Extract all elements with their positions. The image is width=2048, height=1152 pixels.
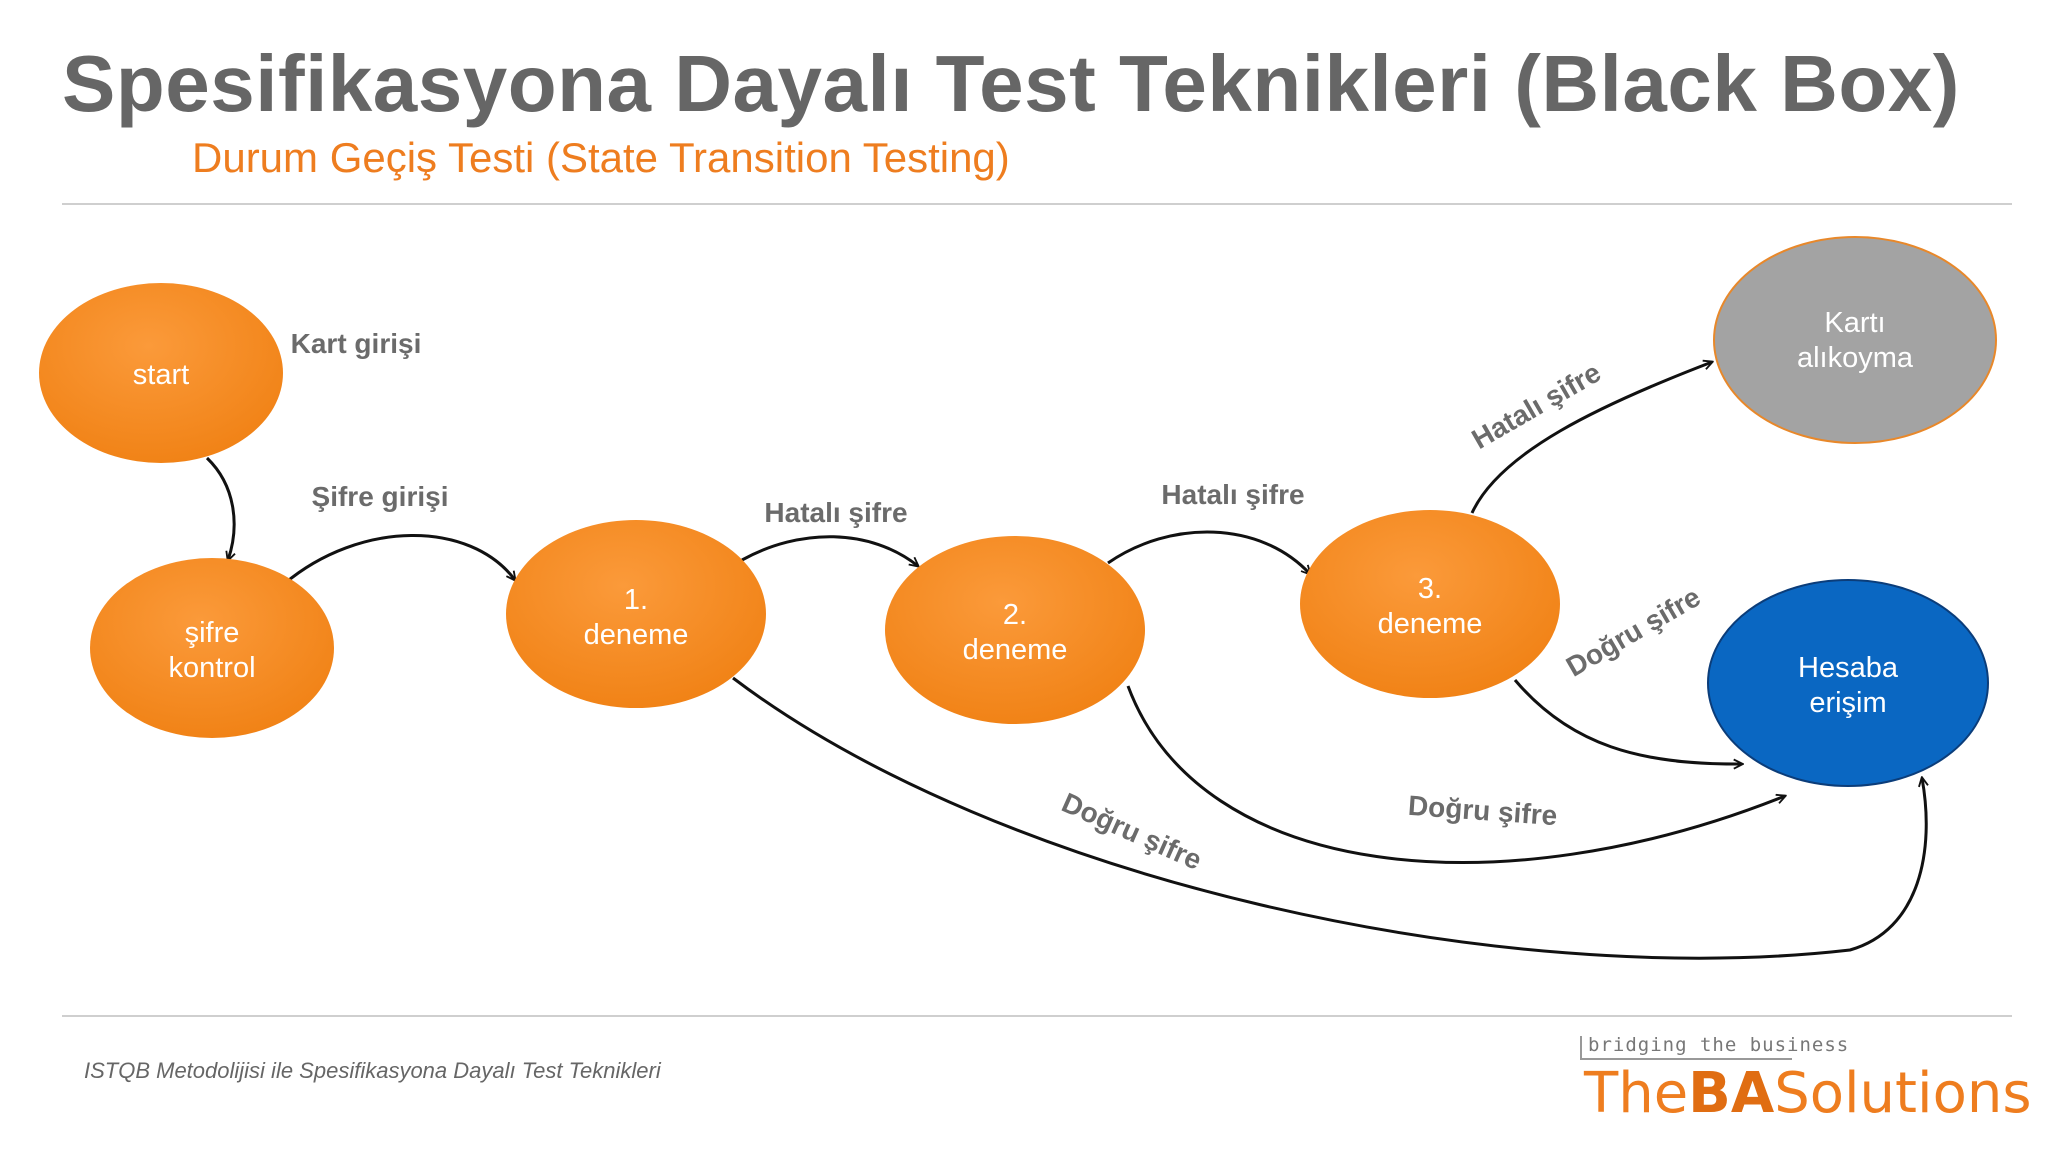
state-sifre-kontrol-line1: şifre xyxy=(185,617,240,649)
state-deneme-1-line1: 1. xyxy=(624,584,648,616)
edge-start-to-sifre-kontrol xyxy=(205,456,234,560)
state-hesaba-erisim-line1: Hesaba xyxy=(1798,652,1899,684)
state-deneme-3-line2: deneme xyxy=(1378,608,1483,640)
state-sifre-kontrol: şifre kontrol xyxy=(90,558,334,738)
slide-title: Spesifikasyona Dayalı Test Teknikleri (B… xyxy=(62,39,1960,128)
edge-hatali-2-to-3 xyxy=(1107,530,1310,574)
edge-dogru-2-to-hesaba xyxy=(1126,685,1785,864)
edge-label-dogru-1: Doğru şifre xyxy=(1057,787,1206,876)
state-deneme-3-line1: 3. xyxy=(1418,573,1442,605)
state-deneme-2-line2: deneme xyxy=(963,634,1068,666)
logo-tagline: bridging the business xyxy=(1588,1034,1850,1056)
edge-label-hatali-2-3: Hatalı şifre xyxy=(1161,479,1304,510)
edge-dogru-1-to-hesaba xyxy=(732,676,1926,960)
footer-caption: ISTQB Metodolijisi ile Spesifikasyona Da… xyxy=(84,1058,661,1083)
edge-dogru-3-to-hesaba xyxy=(1513,679,1742,764)
edge-label-sifre-girisi: Şifre girişi xyxy=(312,481,449,512)
company-logo: bridging the business TheBASolutions xyxy=(1580,1030,2032,1140)
state-deneme-1: 1. deneme xyxy=(506,520,766,708)
state-hesaba-erisim-line2: erişim xyxy=(1809,687,1886,719)
top-divider xyxy=(62,203,2012,205)
logo-solutions: Solutions xyxy=(1774,1061,2032,1126)
edge-label-dogru-2: Doğru şifre xyxy=(1407,790,1558,831)
edge-hatali-3-to-kart xyxy=(1470,362,1712,514)
logo-the: The xyxy=(1584,1061,1689,1126)
state-karti-alikoyma: Kartı alıkoyma xyxy=(1713,236,1997,444)
state-start-label: start xyxy=(133,359,189,391)
logo-ba: BA xyxy=(1688,1061,1775,1126)
state-deneme-1-line2: deneme xyxy=(584,619,689,651)
edge-label-kart-girisi: Kart girişi xyxy=(291,328,422,359)
state-hesaba-erisim: Hesaba erişim xyxy=(1707,579,1989,787)
edge-label-hatali-3-kart: Hatalı şifre xyxy=(1467,357,1606,455)
edge-label-hatali-1-2: Hatalı şifre xyxy=(764,497,907,528)
state-karti-alikoyma-line1: Kartı xyxy=(1824,307,1885,339)
state-deneme-2: 2. deneme xyxy=(885,536,1145,724)
state-karti-alikoyma-line2: alıkoyma xyxy=(1797,342,1914,374)
state-start: start xyxy=(39,283,283,463)
bottom-divider xyxy=(62,1015,2012,1017)
state-deneme-2-line1: 2. xyxy=(1003,599,1027,631)
slide-subtitle: Durum Geçiş Testi (State Transition Test… xyxy=(192,134,1010,181)
state-deneme-3: 3. deneme xyxy=(1300,510,1560,698)
state-sifre-kontrol-line2: kontrol xyxy=(168,652,255,684)
logo-wordmark: TheBASolutions xyxy=(1584,1066,2032,1122)
edge-sifre-girisi xyxy=(283,534,515,586)
edge-hatali-1-to-2 xyxy=(741,535,918,566)
edge-label-dogru-3: Doğru şifre xyxy=(1561,581,1706,683)
logo-bracket xyxy=(1580,1036,1792,1060)
